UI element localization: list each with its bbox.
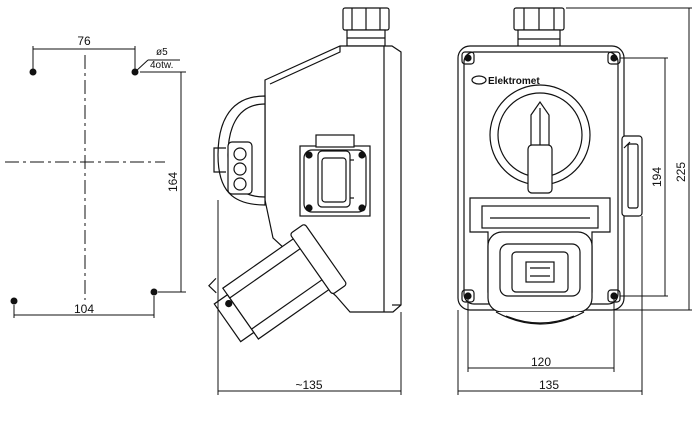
front-view: [457, 7, 643, 325]
front-industrial-socket: [469, 197, 611, 325]
housing-edge: [269, 46, 341, 85]
dim-label-194: 194: [650, 167, 664, 187]
front-cable-gland: [513, 7, 565, 49]
brand-logo-icon: [471, 75, 487, 85]
mounting-hole: [150, 288, 158, 296]
angled-industrial-socket: [208, 224, 347, 343]
brand-name: Elektromet: [488, 76, 540, 87]
side-depth-dimension: [217, 200, 402, 395]
dim-label-164: 164: [166, 172, 180, 192]
mounting-hole: [29, 68, 37, 76]
dim-label-120: 120: [531, 355, 551, 369]
front-dimensions: [457, 7, 692, 395]
rotary-switch: [489, 84, 591, 194]
indicator-lamp: [233, 162, 247, 176]
dim-label-76: 76: [77, 34, 91, 48]
switch-knob: [213, 147, 226, 173]
mounting-pattern: [5, 46, 186, 318]
hole-count-label: 4otw.: [150, 60, 173, 71]
side-socket: [299, 134, 371, 217]
indicator-lamp: [233, 147, 247, 161]
hole-diameter-label: ø5: [156, 47, 168, 58]
mounting-hole: [10, 297, 18, 305]
dim-label-135: 135: [539, 378, 559, 392]
indicator-lamp: [233, 177, 247, 191]
cable-gland: [342, 7, 390, 47]
dim-label-225: 225: [674, 162, 688, 182]
front-side-socket: [621, 135, 643, 217]
indicator-panel: [227, 141, 253, 195]
hole-leader: [134, 59, 149, 73]
dim-label-depth: ~135: [295, 378, 322, 392]
dim-label-104: 104: [74, 302, 94, 316]
side-view: [208, 7, 402, 343]
